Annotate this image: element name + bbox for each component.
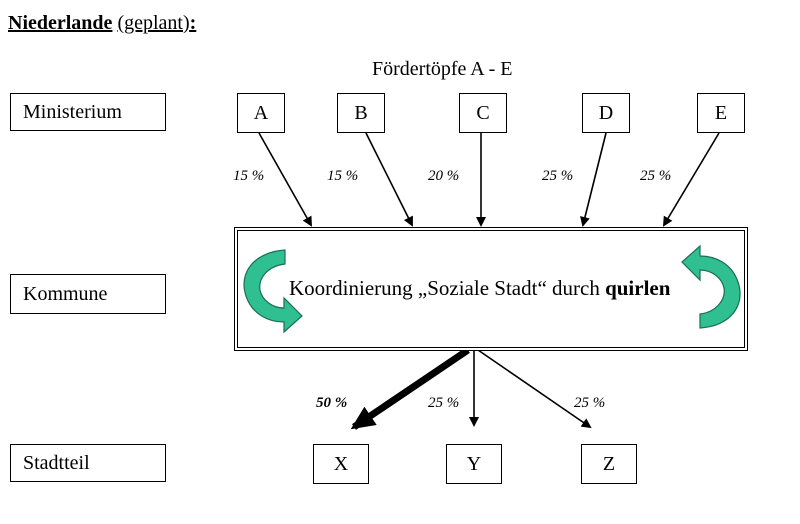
arrow-fund-b (365, 132, 413, 227)
district-percent-y: 25 % (428, 395, 460, 411)
arrow-district-z (477, 349, 592, 429)
coordination-label: Koordinierung „Soziale Stadt“ durch quir… (289, 276, 670, 301)
district-box-z: Z (581, 444, 637, 484)
arrow-fund-e (662, 132, 720, 227)
arrow-district-x (350, 347, 470, 430)
coordination-emphasis: quirlen (605, 276, 671, 300)
coordination-text: Koordinierung „Soziale Stadt“ durch (289, 276, 600, 300)
arrow-fund-a (258, 132, 312, 227)
district-box-y: Y (446, 444, 502, 484)
district-percent-z: 25 % (574, 395, 606, 411)
fund-percent-e: 25 % (640, 168, 672, 184)
fund-box-b: B (337, 93, 385, 133)
row-label-stadtteil: Stadtteil (10, 444, 166, 482)
fund-box-c: C (459, 93, 507, 133)
diagram-title: Niederlande (geplant): (8, 12, 196, 35)
funds-header: Fördertöpfe A - E (372, 58, 513, 80)
fund-box-d: D (582, 93, 630, 133)
fund-percent-b: 15 % (327, 168, 359, 184)
title-status: (geplant) (117, 12, 190, 34)
coordination-box (234, 227, 748, 351)
arrow-fund-d (580, 132, 607, 227)
district-percent-x: 50 % (316, 395, 348, 411)
title-country: Niederlande (8, 12, 113, 34)
fund-box-a: A (237, 93, 285, 133)
fund-percent-c: 20 % (428, 168, 460, 184)
row-label-ministerium: Ministerium (10, 93, 166, 131)
fund-percent-d: 25 % (542, 168, 574, 184)
fund-percent-a: 15 % (233, 168, 265, 184)
fund-box-e: E (697, 93, 745, 133)
row-label-kommune: Kommune (10, 274, 166, 314)
title-colon: : (189, 12, 197, 34)
district-box-x: X (313, 444, 369, 484)
